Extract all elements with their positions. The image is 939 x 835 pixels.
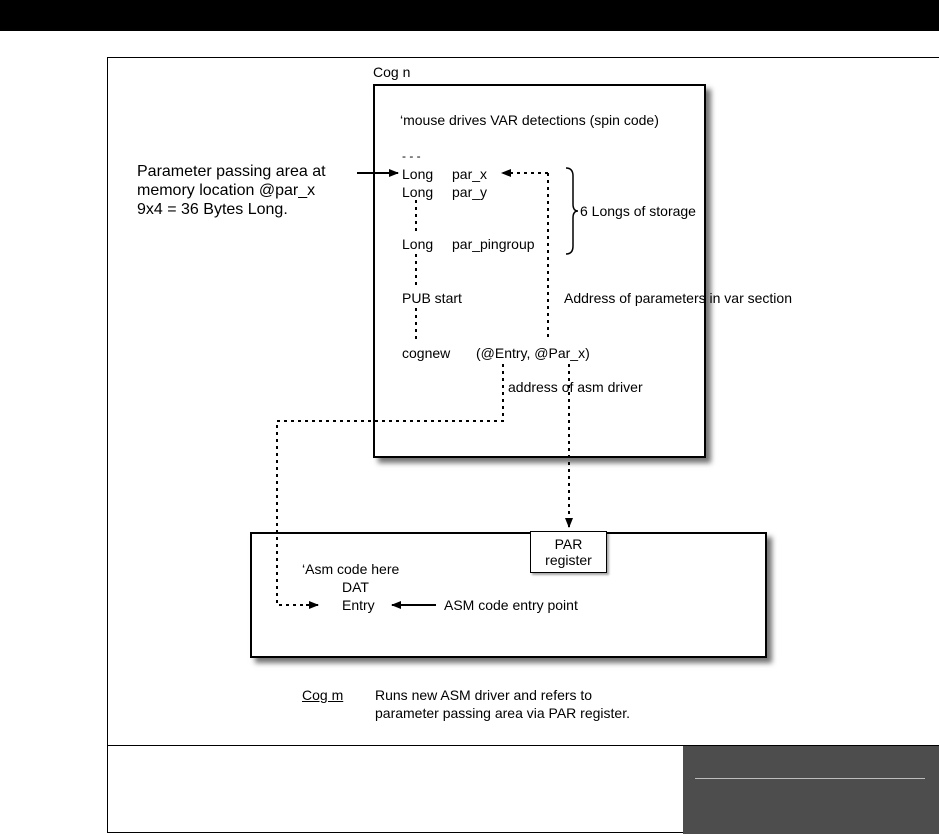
asm-comment: ‘Asm code here xyxy=(302,561,400,577)
page-frame xyxy=(107,57,939,833)
cog-n-box xyxy=(373,84,706,458)
left-note-line1: Parameter passing area at xyxy=(137,163,326,180)
left-note-line3: 9x4 = 36 Bytes Long. xyxy=(137,201,288,218)
pub-start: PUB start xyxy=(402,290,462,306)
caption-label: Cog m xyxy=(302,687,344,703)
cog-m-box xyxy=(250,532,767,658)
entry-label: Entry xyxy=(342,597,375,613)
spin-comment: ‘mouse drives VAR detections (spin code) xyxy=(400,112,659,128)
left-note-line2: memory location @par_x xyxy=(137,182,316,199)
var-type-3: Long xyxy=(402,236,434,252)
var-type-1: Long xyxy=(402,166,434,182)
cog-n-title: Cog n xyxy=(373,64,411,80)
par-register-box: PAR register xyxy=(530,531,607,573)
var-name-par-pingroup: par_pingroup xyxy=(452,236,535,252)
storage-brace xyxy=(565,167,579,255)
footer-divider xyxy=(107,745,939,746)
entry-note: ASM code entry point xyxy=(444,597,578,613)
top-bar xyxy=(0,0,939,31)
caption-line2: parameter passing area via PAR register. xyxy=(375,705,630,721)
var-name-par-y: par_y xyxy=(452,184,488,200)
cognew-keyword: cognew xyxy=(402,345,451,361)
var-type-2: Long xyxy=(402,184,434,200)
footer-dark-panel xyxy=(683,746,939,834)
address-params-label: Address of parameters in var section xyxy=(564,290,792,306)
par-register-line2: register xyxy=(545,552,592,568)
var-name-par-x: par_x xyxy=(452,166,488,182)
par-register-line1: PAR xyxy=(554,536,583,552)
cognew-args: (@Entry, @Par_x) xyxy=(476,345,590,361)
dotted-entry-path xyxy=(276,364,504,606)
footer-panel-rule xyxy=(695,778,925,779)
dat-keyword: DAT xyxy=(342,579,369,595)
address-asm-label: address of asm driver xyxy=(508,379,643,395)
ellipsis: - - - xyxy=(402,149,421,163)
brace-label: 6 Longs of storage xyxy=(580,203,696,219)
caption-line1: Runs new ASM driver and refers to xyxy=(375,687,593,703)
